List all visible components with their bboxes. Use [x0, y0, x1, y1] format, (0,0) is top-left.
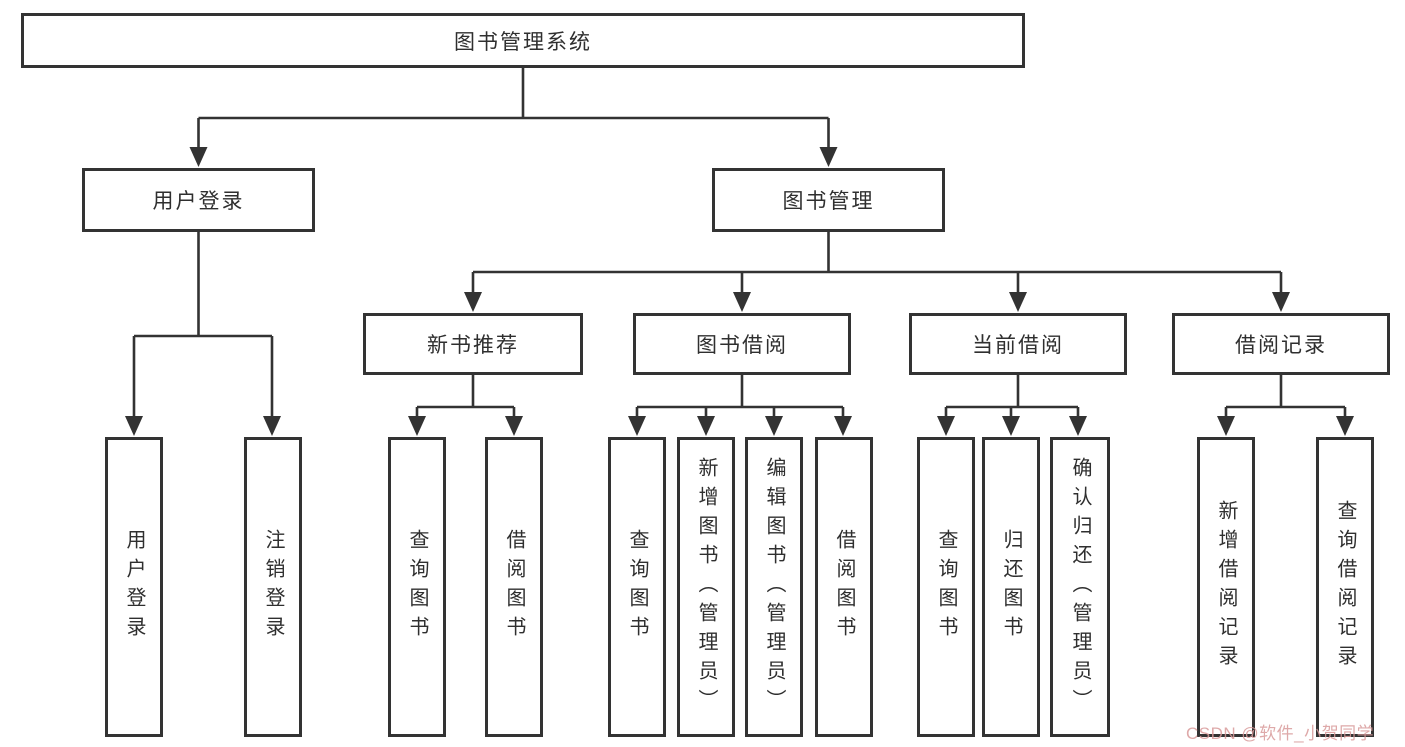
node-borrowing-records: 借阅记录 [1172, 313, 1390, 375]
node-label: 借阅记录 [1235, 334, 1327, 357]
leaf-label: 新增图书（管理员） [695, 456, 717, 718]
leaf-borrow-books-borrowing: 借阅图书 [815, 437, 873, 737]
node-label: 当前借阅 [972, 334, 1064, 357]
node-label: 图书管理系统 [454, 30, 592, 54]
leaf-label: 用户登录 [123, 529, 145, 645]
leaf-label: 查询图书 [406, 529, 428, 645]
leaf-query-books-recommend: 查询图书 [388, 437, 446, 737]
leaf-label: 注销登录 [262, 529, 284, 645]
leaf-label: 借阅图书 [833, 529, 855, 645]
leaf-label: 查询图书 [935, 529, 957, 645]
node-current-borrowing: 当前借阅 [909, 313, 1127, 375]
node-library-management-system: 图书管理系统 [21, 13, 1025, 68]
leaf-query-books-borrowing: 查询图书 [608, 437, 666, 737]
leaf-label: 查询借阅记录 [1334, 500, 1356, 674]
node-book-management: 图书管理 [712, 168, 945, 232]
leaf-query-borrow-record: 查询借阅记录 [1316, 437, 1374, 737]
leaf-add-book-admin: 新增图书（管理员） [677, 437, 735, 737]
leaf-add-borrow-record: 新增借阅记录 [1197, 437, 1255, 737]
leaf-confirm-return-admin: 确认归还（管理员） [1050, 437, 1110, 737]
node-label: 图书借阅 [696, 334, 788, 357]
node-book-borrowing: 图书借阅 [633, 313, 851, 375]
node-label: 新书推荐 [427, 334, 519, 357]
leaf-label: 新增借阅记录 [1215, 500, 1237, 674]
arrowhead-icons [125, 147, 1354, 436]
leaf-label: 确认归还（管理员） [1069, 456, 1091, 718]
leaf-edit-book-admin: 编辑图书（管理员） [745, 437, 803, 737]
leaf-return-book: 归还图书 [982, 437, 1040, 737]
leaf-borrow-books-recommend: 借阅图书 [485, 437, 543, 737]
node-new-book-recommendation: 新书推荐 [363, 313, 583, 375]
leaf-label: 归还图书 [1000, 529, 1022, 645]
leaf-label: 编辑图书（管理员） [763, 456, 785, 718]
leaf-logout: 注销登录 [244, 437, 302, 737]
node-label: 图书管理 [782, 190, 875, 213]
leaf-label: 借阅图书 [503, 529, 525, 645]
node-label: 用户登录 [152, 190, 245, 213]
node-user-login: 用户登录 [82, 168, 315, 232]
leaf-user-login: 用户登录 [105, 437, 163, 737]
leaf-label: 查询图书 [626, 529, 648, 645]
leaf-query-books-current: 查询图书 [917, 437, 975, 737]
